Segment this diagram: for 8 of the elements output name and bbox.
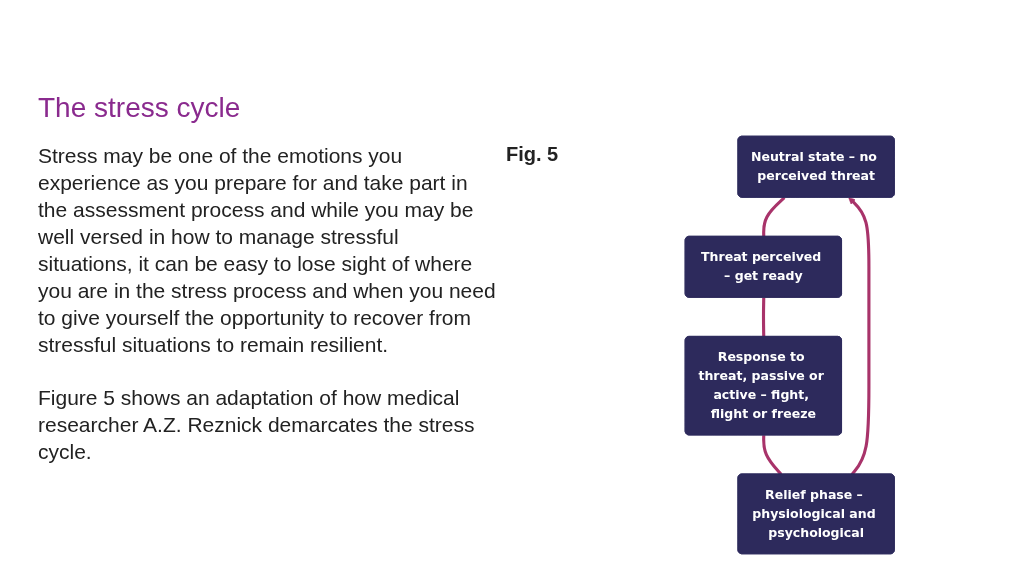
figure-label: Fig. 5: [506, 143, 559, 166]
connector: [762, 196, 786, 237]
arrow: [848, 197, 871, 476]
paragraph: Figure 5 shows an adaptation of how medical researcher A.Z. Reznick demarcates the stress cycle.: [38, 385, 476, 465]
slide-title: The stress cycle: [38, 92, 241, 124]
paragraph: Stress may be one of the emotions you experience as you prepare for and take part in the assessment process and while you may be well versed in how to manage stressful situations, it can be easy to lose sight of where you are in the stress process and when you need to give yourself the opportunity to recover from stressful situations to remain resilient.: [38, 143, 497, 358]
connector: [762, 435, 783, 476]
connector: [762, 297, 766, 337]
